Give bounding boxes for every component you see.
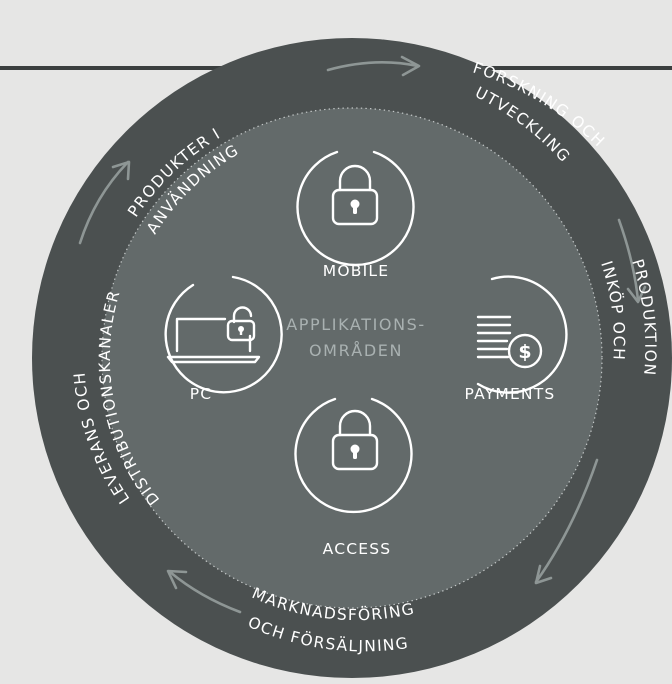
inner-circle-dotted-border [101,107,603,609]
coins-dollar-icon: $ [476,275,568,394]
svg-text:$: $ [518,341,531,363]
center-label-line: OMRÅDEN [309,341,403,360]
area-mobile: MOBILE [296,150,415,280]
area-access: ACCESS [294,397,413,558]
area-label: ACCESS [323,540,392,558]
area-pc: PC [164,275,283,403]
curved-arrow-icon [534,458,599,585]
curved-arrow-icon [166,569,242,614]
curved-arrow-icon [617,218,647,304]
curved-arrow-icon [326,55,421,77]
center-label: APPLIKATIONS- OMRÅDEN [286,315,426,360]
curved-arrow-icon [78,160,131,245]
area-label: MOBILE [323,262,389,280]
center-label-line: APPLIKATIONS- [286,315,426,334]
padlock-icon [296,150,415,267]
inner-circle [102,108,602,608]
area-payments: $ PAYMENTS [465,275,568,403]
laptop-padlock-icon [164,275,283,394]
area-label: PAYMENTS [465,385,556,403]
padlock-icon [294,397,413,514]
area-label: PC [190,385,213,403]
